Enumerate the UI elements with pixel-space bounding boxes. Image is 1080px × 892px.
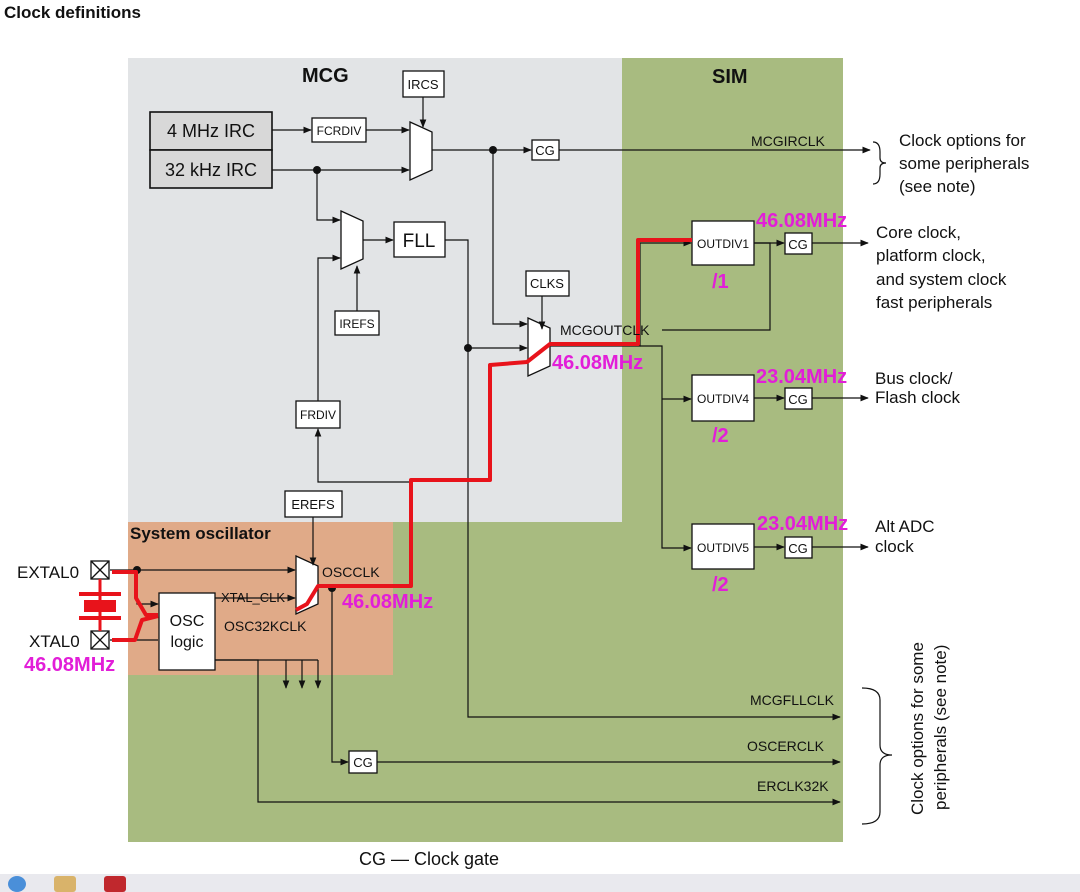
svg-text:OUTDIV4: OUTDIV4 — [697, 392, 749, 406]
outdiv4-box — [691, 374, 755, 422]
svg-text:EREFS: EREFS — [291, 497, 335, 512]
svg-text:peripherals (see note): peripherals (see note) — [931, 645, 950, 810]
svg-text:IRCS: IRCS — [407, 77, 438, 92]
freq-core: 46.08MHz — [756, 210, 847, 232]
peripheral-options-brace — [861, 687, 893, 825]
erclk32k-label: ERCLK32K — [757, 778, 829, 794]
sysosc-label: System oscillator — [130, 524, 271, 543]
svg-text:FRDIV: FRDIV — [300, 408, 336, 422]
app-icon[interactable] — [54, 876, 76, 892]
svg-text:platform clock,: platform clock, — [876, 246, 986, 265]
ircs-mux — [409, 120, 433, 182]
highlighted-clock-path — [112, 238, 692, 642]
mcgfllclk-label: MCGFLLCLK — [750, 692, 835, 708]
svg-text:(see note): (see note) — [899, 177, 976, 196]
outdiv5-box — [691, 523, 755, 570]
svg-text:Core clock,: Core clock, — [876, 223, 961, 242]
fll-label: FLL — [403, 231, 436, 252]
freq-bus: 23.04MHz — [756, 366, 847, 388]
svg-text:CG: CG — [788, 541, 808, 556]
xtal-pin-label: XTAL0 — [29, 632, 80, 651]
osc-logic-box — [158, 592, 216, 671]
taskbar — [0, 874, 1080, 892]
osc32kclk-label: OSC32KCLK — [224, 618, 307, 634]
svg-text:CG: CG — [788, 237, 808, 252]
fll-box — [393, 221, 446, 258]
svg-text:CG: CG — [353, 755, 373, 770]
svg-text:and system clock: and system clock — [876, 270, 1007, 289]
svg-text:Flash clock: Flash clock — [875, 388, 961, 407]
mcg-label: MCG — [302, 65, 349, 87]
oscerclk-label: OSCERCLK — [747, 738, 825, 754]
erefs-box — [284, 490, 343, 518]
pdf-icon[interactable] — [104, 876, 126, 892]
svg-text:Bus clock/: Bus clock/ — [875, 369, 953, 388]
xtal-clk-label: XTAL_CLK — [221, 590, 285, 605]
irc-options-brace — [872, 141, 887, 185]
fcrdiv-box — [311, 117, 367, 143]
freq-mcgoutclk: 46.08MHz — [552, 352, 643, 374]
freq-xtal: 46.08MHz — [24, 654, 115, 676]
svg-text:some peripherals: some peripherals — [899, 154, 1029, 173]
clks-box — [525, 270, 570, 297]
mcgoutclk-label: MCGOUTCLK — [560, 322, 650, 338]
svg-text:CG: CG — [535, 143, 555, 158]
svg-text:Alt ADC: Alt ADC — [875, 517, 935, 536]
div5-value: /2 — [712, 574, 729, 596]
freq-adc: 23.04MHz — [757, 513, 848, 535]
page-title: Clock definitions — [4, 3, 141, 22]
svg-text:IREFS: IREFS — [339, 317, 374, 331]
irc-32khz-label: 32 kHz IRC — [165, 160, 257, 180]
freq-oscclk: 46.08MHz — [342, 591, 433, 613]
svg-text:Clock options for: Clock options for — [899, 131, 1026, 150]
extal-pin-label: EXTAL0 — [17, 563, 79, 582]
svg-text:OUTDIV5: OUTDIV5 — [697, 541, 749, 555]
svg-text:OSC: OSC — [170, 613, 205, 630]
div1-value: /1 — [712, 271, 729, 293]
svg-text:CLKS: CLKS — [530, 276, 564, 291]
svg-text:FCRDIV: FCRDIV — [317, 124, 362, 138]
div4-value: /2 — [712, 425, 729, 447]
oscclk-label: OSCCLK — [322, 564, 380, 580]
caption: CG — Clock gate — [359, 849, 499, 869]
svg-text:OUTDIV1: OUTDIV1 — [697, 237, 749, 251]
crystal — [79, 560, 121, 650]
svg-text:CG: CG — [788, 392, 808, 407]
browser-icon[interactable] — [8, 876, 26, 892]
svg-text:logic: logic — [171, 634, 204, 651]
irc-4mhz-box — [149, 111, 273, 151]
svg-text:Clock options for some: Clock options for some — [908, 642, 927, 815]
svg-text:clock: clock — [875, 537, 914, 556]
clock-diagram: Clock definitions MCG SIM System oscilla… — [4, 3, 1029, 869]
mcgirclk-label: MCGIRCLK — [751, 133, 826, 149]
svg-text:fast peripherals: fast peripherals — [876, 293, 992, 312]
irefs-box — [334, 310, 380, 336]
irc-4mhz-label: 4 MHz IRC — [167, 121, 255, 141]
irc-32khz-box — [149, 149, 273, 189]
irefs-mux — [340, 209, 364, 271]
sim-label: SIM — [712, 66, 748, 88]
frdiv-box — [295, 400, 341, 429]
